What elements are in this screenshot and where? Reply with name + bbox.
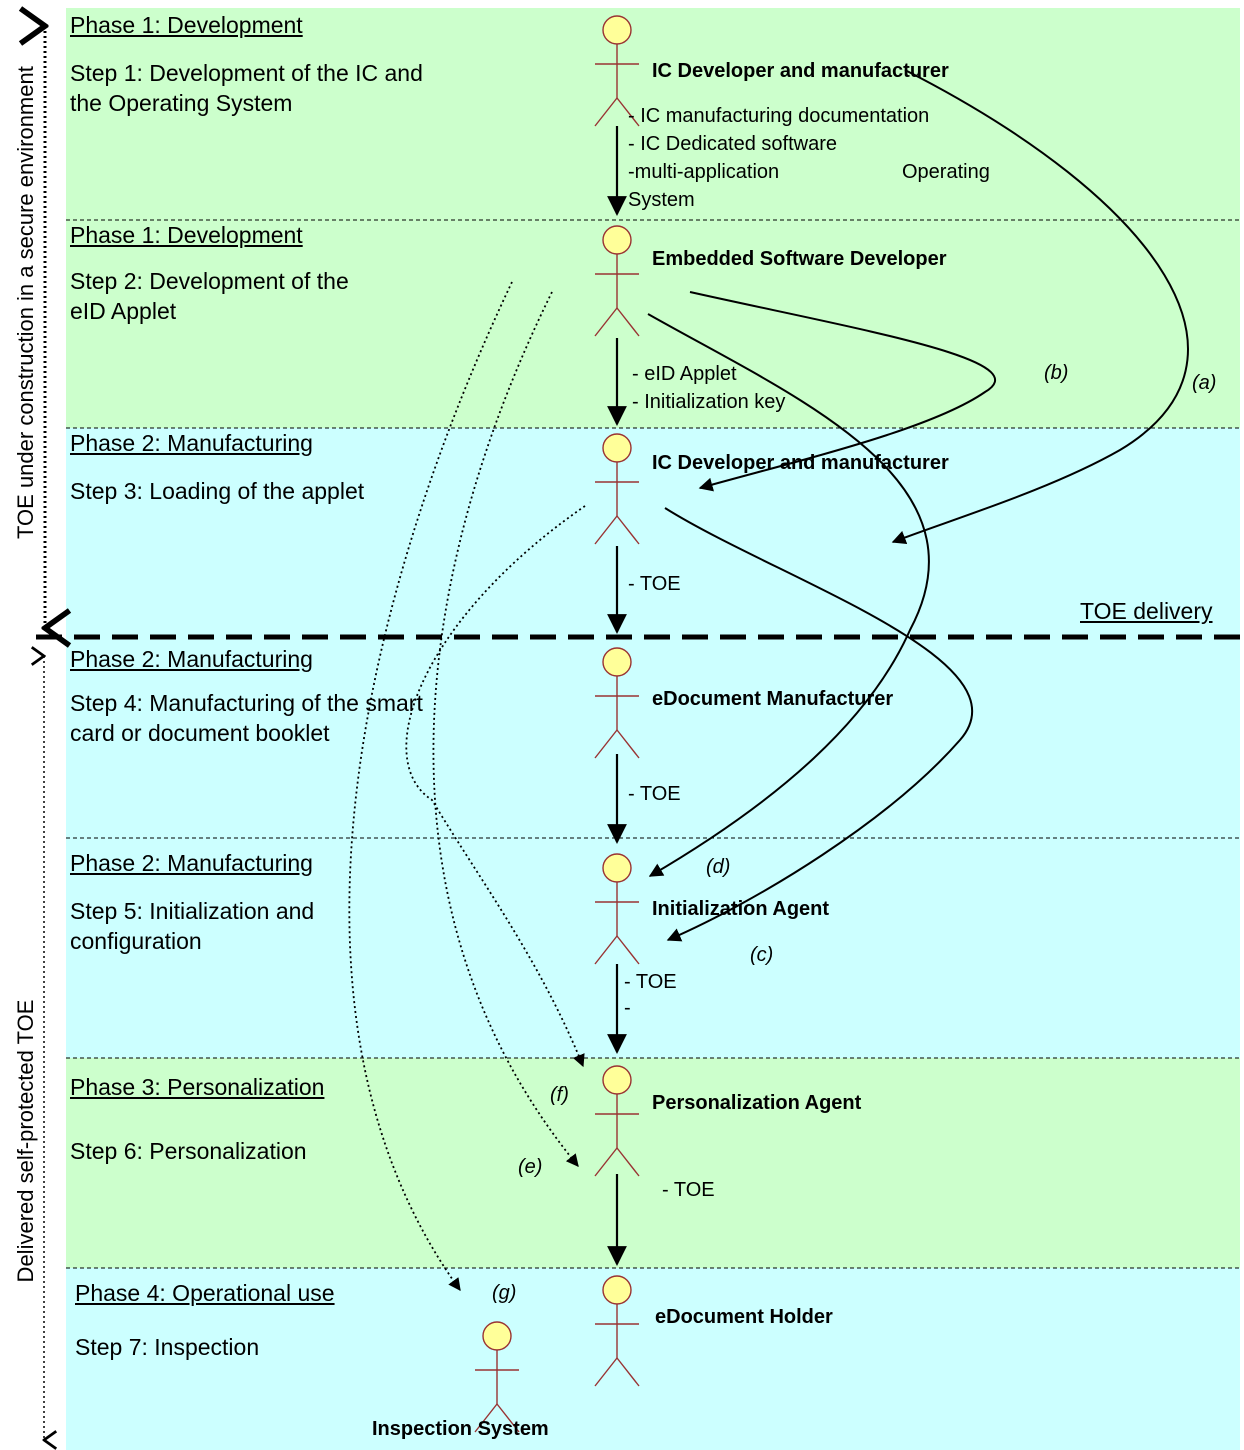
phase-heading: Phase 2: Manufacturing (70, 430, 313, 456)
actor-label: Embedded Software Developer (652, 248, 947, 270)
band-step6 (66, 1058, 1240, 1268)
actor-label-inspection: Inspection System (372, 1418, 549, 1440)
curve-c (664, 507, 974, 942)
actor-label: eDocument Manufacturer (652, 688, 894, 710)
curve-b (689, 291, 996, 492)
actor-icon (594, 225, 640, 337)
curve-label-d: (d) (706, 856, 731, 878)
band-step3 (66, 428, 1240, 638)
actor-label: Personalization Agent (652, 1092, 862, 1114)
step-description: Step 4: Manufacturing of the smart card … (70, 690, 423, 746)
step-description: Step 1: Development of the IC and the Op… (70, 60, 423, 116)
phase-heading: Phase 1: Development (70, 12, 303, 38)
transfer-item: Operating (902, 161, 990, 183)
curve-a (891, 69, 1189, 544)
actor-label: eDocument Holder (655, 1306, 833, 1328)
actor-icon (594, 647, 640, 759)
transfer-item: - TOE (628, 783, 681, 805)
step-description: Step 3: Loading of the applet (70, 478, 365, 504)
toe-delivery-label: TOE delivery (1080, 598, 1213, 624)
transfer-item: - eID Applet (632, 363, 737, 385)
transfer-item: - (624, 997, 631, 1019)
step-description: Step 2: Development of the eID Applet (70, 268, 349, 324)
curve-e (432, 291, 579, 1167)
transfer-item: System (628, 189, 695, 211)
transfer-item: -multi-application (628, 161, 780, 183)
actor-label: IC Developer and manufacturer (652, 60, 949, 82)
curve-label-f: (f) (550, 1084, 569, 1106)
curve-g (348, 281, 513, 1292)
actor-icon (594, 1275, 640, 1387)
transfer-item: - IC Dedicated software (628, 133, 837, 155)
curve-label-g: (g) (492, 1282, 517, 1304)
actor-label: IC Developer and manufacturer (652, 452, 949, 474)
side-label-delivered: Delivered self-protected TOE (13, 999, 38, 1283)
curve-label-b: (b) (1044, 362, 1069, 384)
phase-heading: Phase 2: Manufacturing (70, 850, 313, 876)
phase-heading: Phase 2: Manufacturing (70, 646, 313, 672)
transfer-item: - IC manufacturing documentation (628, 105, 930, 127)
step-description: Step 7: Inspection (75, 1334, 260, 1360)
step-description: Step 5: Initialization and configuration (70, 898, 315, 954)
band-step7 (66, 1268, 1240, 1450)
step-description: Step 6: Personalization (70, 1138, 307, 1164)
phase-heading: Phase 4: Operational use (75, 1280, 335, 1306)
transfer-item: - TOE (624, 971, 677, 993)
transfer-item: - Initialization key (632, 391, 786, 413)
actor-icon (474, 1321, 520, 1433)
band-step4 (66, 638, 1240, 838)
band-step1 (66, 8, 1240, 220)
curve-label-e: (e) (518, 1156, 543, 1178)
side-label-construction: TOE under construction in a secure envir… (13, 66, 38, 539)
actor-icon (594, 433, 640, 545)
actor-icon (594, 1065, 640, 1177)
phase-heading: Phase 1: Development (70, 222, 303, 248)
curve-label-a: (a) (1192, 372, 1217, 394)
curve-label-c: (c) (750, 944, 774, 966)
actor-label: Initialization Agent (652, 898, 830, 920)
actor-icon (594, 853, 640, 965)
curve-f (405, 505, 586, 1068)
band-step2 (66, 220, 1240, 428)
actor-icon (594, 15, 640, 127)
transfer-item: - TOE (628, 573, 681, 595)
curve-d (647, 313, 930, 877)
phase-heading: Phase 3: Personalization (70, 1074, 325, 1100)
transfer-item: - TOE (662, 1179, 715, 1201)
